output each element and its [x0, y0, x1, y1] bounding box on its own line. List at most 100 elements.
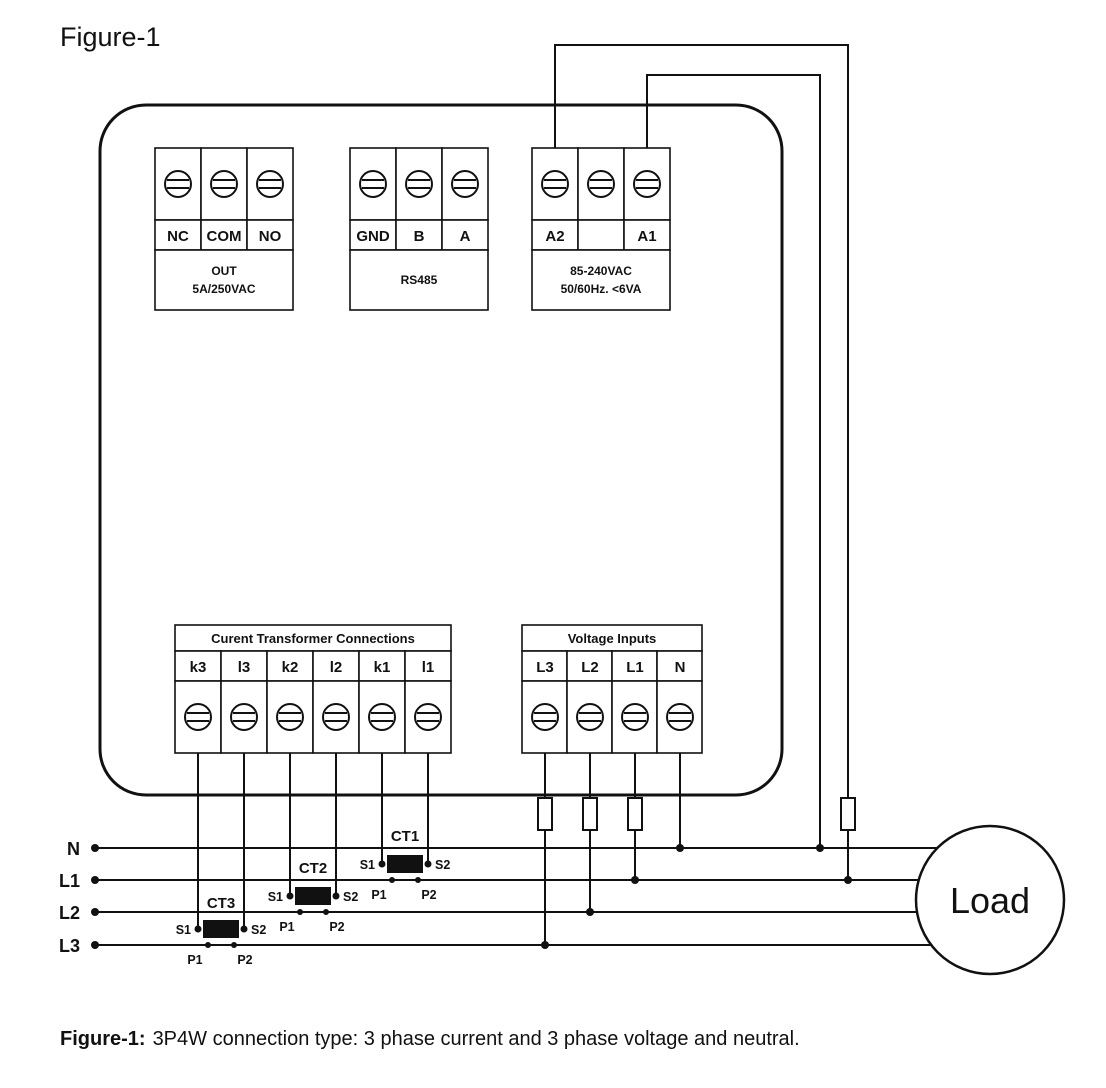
fuse-l3-icon — [537, 797, 553, 831]
terminal-label-cell — [656, 650, 703, 682]
junction-dot — [91, 876, 99, 884]
terminal-label-gnd: GND — [356, 228, 390, 245]
junction-dot — [676, 844, 684, 852]
rs485-block: GND B A RS485 — [349, 147, 489, 311]
ct3-s1-dot — [194, 925, 202, 933]
ct1-label: CT1 — [391, 828, 419, 845]
relay-info-line2: 5A/250VAC — [192, 282, 255, 296]
bus-label-l2: L2 — [59, 903, 80, 923]
terminal-label-k1: k1 — [374, 659, 391, 676]
screw-terminal-icon — [256, 170, 284, 198]
screw-terminal-icon — [322, 703, 350, 731]
bus-label-l3: L3 — [59, 936, 80, 956]
rs485-info-box — [349, 249, 489, 311]
load-label: Load — [950, 880, 1030, 921]
relay-info-line1: OUT — [211, 264, 237, 278]
fuse-aux-icon — [840, 797, 856, 831]
ct1-p2-dot — [415, 877, 421, 883]
ct3-p2-label: P2 — [237, 953, 252, 967]
screw-terminal-icon — [576, 703, 604, 731]
terminal-label-cell — [577, 219, 625, 251]
screw-terminal-icon — [451, 170, 479, 198]
ct1-p1-label: P1 — [371, 888, 386, 902]
figure-title: Figure-1 — [60, 22, 161, 52]
ct1-s2-dot — [424, 860, 432, 868]
relay-output-block: NC COM NO OUT 5A/250VAC — [154, 147, 294, 311]
power-info-line2: 50/60Hz. <6VA — [561, 282, 642, 296]
voltage-block-header: Voltage Inputs — [568, 631, 657, 646]
ct2-p2-dot — [323, 909, 329, 915]
wires — [197, 44, 849, 945]
screw-terminal-icon — [621, 703, 649, 731]
terminal-label-a: A — [460, 228, 471, 245]
terminal-label-vl3: L3 — [536, 659, 554, 676]
terminal-label-cell — [441, 219, 489, 251]
screw-terminal-icon — [276, 703, 304, 731]
terminal-label-l2: l2 — [330, 659, 343, 676]
load-circle — [914, 824, 1066, 976]
power-supply-block: A2 A1 85-240VAC 50/60Hz. <6VA — [531, 147, 671, 311]
screw-terminal-icon — [541, 170, 569, 198]
terminal-label-cell — [531, 219, 579, 251]
ct3-core-icon — [203, 920, 239, 938]
screw-terminal-icon — [587, 170, 615, 198]
ct1: CT1 S1 S2 P1 P2 — [360, 828, 451, 902]
ct2-label: CT2 — [299, 860, 327, 877]
terminal-label-cell — [358, 650, 406, 682]
terminal-label-cell — [404, 650, 452, 682]
figure-caption: Figure-1:3P4W connection type: 3 phase c… — [60, 1028, 800, 1050]
ct2-core-icon — [295, 887, 331, 905]
terminal-label-k3: k3 — [190, 659, 207, 676]
ct3-s1-label: S1 — [176, 923, 191, 937]
terminal-label-l3: l3 — [238, 659, 251, 676]
terminal-label-cell — [623, 219, 671, 251]
screw-terminal-icon — [368, 703, 396, 731]
screw-terminal-icon — [230, 703, 258, 731]
terminal-label-vl1: L1 — [626, 659, 644, 676]
ct2-p1-label: P1 — [279, 920, 294, 934]
ct2-p1-dot — [297, 909, 303, 915]
voltage-input-block: Voltage Inputs L3 L2 L1 N — [521, 624, 703, 754]
ct2: CT2 S1 S2 P1 P2 — [268, 860, 359, 934]
screw-terminal-icon — [666, 703, 694, 731]
junction-dot — [91, 844, 99, 852]
bus-labels: N L1 L2 L3 — [59, 839, 80, 956]
screw-terminal-icon — [633, 170, 661, 198]
ct1-s1-dot — [378, 860, 386, 868]
load: Load — [914, 824, 1066, 976]
terminal-label-b: B — [414, 228, 425, 245]
terminal-label-com: COM — [207, 228, 242, 245]
ct3-p2-dot — [231, 942, 237, 948]
relay-info-box — [154, 249, 294, 311]
fuse-l1-icon — [627, 797, 643, 831]
wire-a1-to-n — [646, 74, 821, 848]
ct-block-header: Curent Transformer Connections — [211, 631, 415, 646]
terminal-label-k2: k2 — [282, 659, 299, 676]
ct2-s2-label: S2 — [343, 890, 358, 904]
screw-terminal-icon — [414, 703, 442, 731]
ct2-p2-label: P2 — [329, 920, 344, 934]
terminal-label-vl2: L2 — [581, 659, 599, 676]
ct2-s2-dot — [332, 892, 340, 900]
bus-label-n: N — [67, 839, 80, 859]
terminal-label-cell — [312, 650, 360, 682]
ct1-p2-label: P2 — [421, 888, 436, 902]
junction-dots — [91, 844, 852, 949]
junction-dot — [91, 908, 99, 916]
ct-terminal-block: Curent Transformer Connections k3 l3 k2 … — [174, 624, 452, 754]
junction-dot — [631, 876, 639, 884]
voltage-block-header-box — [521, 624, 703, 652]
ct-block-header-box — [174, 624, 452, 652]
screw-terminal-icon — [184, 703, 212, 731]
screw-terminal-icon — [359, 170, 387, 198]
ct1-p1-dot — [389, 877, 395, 883]
power-info-line1: 85-240VAC — [570, 264, 632, 278]
fuses — [537, 797, 856, 831]
figure-caption-text: 3P4W connection type: 3 phase current an… — [153, 1028, 800, 1050]
ct1-core-icon — [387, 855, 423, 873]
terminal-label-nc: NC — [167, 228, 189, 245]
terminal-label-l1: l1 — [422, 659, 435, 676]
terminal-label-a2: A2 — [545, 228, 564, 245]
junction-dot — [816, 844, 824, 852]
